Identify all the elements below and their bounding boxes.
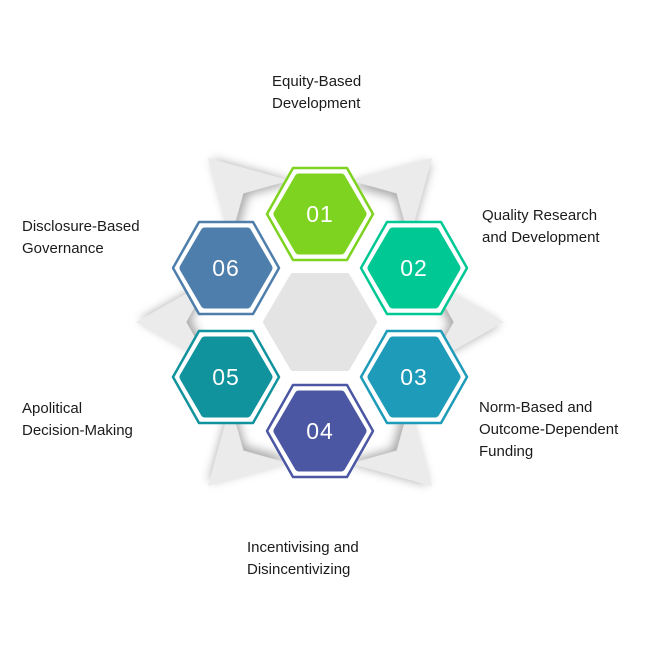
hex-item-06: 06 <box>171 220 281 316</box>
hexagon-03-shape: 03 <box>359 329 469 425</box>
hex-number-02: 02 <box>400 255 428 281</box>
hex-number-03: 03 <box>400 364 428 390</box>
hex-number-06: 06 <box>212 255 240 281</box>
label-disclosure-based-governance: Disclosure-Based Governance <box>22 218 140 257</box>
hex-item-01: 01 <box>265 166 375 262</box>
label-apolitical-decision-making: Apolitical Decision-Making <box>22 400 133 439</box>
hexagon-06-shape: 06 <box>171 220 281 316</box>
hex-number-05: 05 <box>212 364 240 390</box>
label-norm-based-funding: Norm-Based and Outcome-Dependent Funding <box>479 399 619 460</box>
hexagon-01-shape: 01 <box>265 166 375 262</box>
center-hexagon <box>262 272 378 372</box>
hexagon-04-shape: 04 <box>265 383 375 479</box>
hex-number-01: 01 <box>306 201 334 227</box>
center-hexagon-shape <box>263 273 377 371</box>
hexagon-05-shape: 05 <box>171 329 281 425</box>
hexagon-02-shape: 02 <box>359 220 469 316</box>
hex-item-04: 04 <box>265 383 375 479</box>
hex-number-04: 04 <box>306 418 334 444</box>
hex-item-02: 02 <box>359 220 469 316</box>
label-equity-based-development: Equity-Based Development <box>272 73 362 112</box>
hex-item-03: 03 <box>359 329 469 425</box>
hex-item-05: 05 <box>171 329 281 425</box>
label-incentivising: Incentivising and Disincentivizing <box>247 539 359 578</box>
label-quality-research: Quality Research and Development <box>482 207 600 246</box>
